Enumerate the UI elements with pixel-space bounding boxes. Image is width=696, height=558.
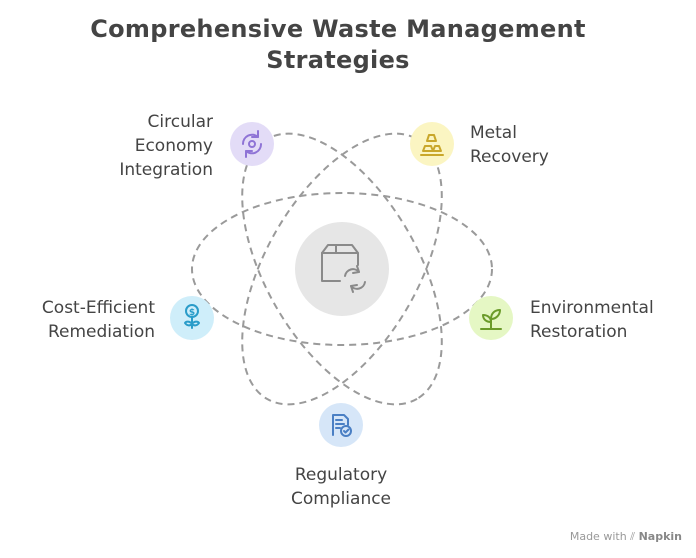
label-metal-recovery: Metal Recovery	[470, 123, 549, 167]
svg-text:$: $	[189, 308, 195, 318]
title-line-2: Strategies	[266, 46, 410, 74]
node-metal-recovery[interactable]	[410, 122, 454, 166]
node-cost-efficient-remediation[interactable]: $	[170, 296, 214, 340]
metal-bars-icon	[420, 134, 444, 156]
footer-prefix: Made with	[569, 530, 627, 543]
center-circle	[295, 222, 389, 316]
label-regulatory-compliance: Regulatory Compliance	[290, 465, 392, 509]
node-regulatory-compliance[interactable]	[319, 403, 363, 447]
title-line-1: Comprehensive Waste Management	[90, 15, 586, 43]
center-hub	[295, 222, 389, 316]
footer-credit[interactable]: Made with ⫽ Napkin	[570, 530, 682, 544]
money-plant-icon	[184, 304, 200, 329]
document-check-icon	[332, 414, 352, 437]
node-circular-economy[interactable]	[230, 122, 274, 166]
box-recycle-icon	[321, 244, 366, 293]
recycle-arrows-icon	[241, 130, 263, 158]
label-environmental-restoration: Environmental Restoration	[530, 298, 654, 342]
diagram-title: Comprehensive Waste Management Strategie…	[0, 14, 676, 76]
label-circular-economy: Circular Economy Integration	[119, 112, 213, 180]
orbit-horizontal	[191, 192, 493, 346]
node-environmental-restoration[interactable]	[469, 296, 513, 340]
footer-brand: Napkin	[638, 530, 682, 543]
label-cost-efficient-remediation: Cost-Efficient Remediation	[41, 298, 155, 342]
napkin-logo-icon: ⫽	[630, 530, 636, 543]
plant-sprout-icon	[480, 309, 502, 330]
